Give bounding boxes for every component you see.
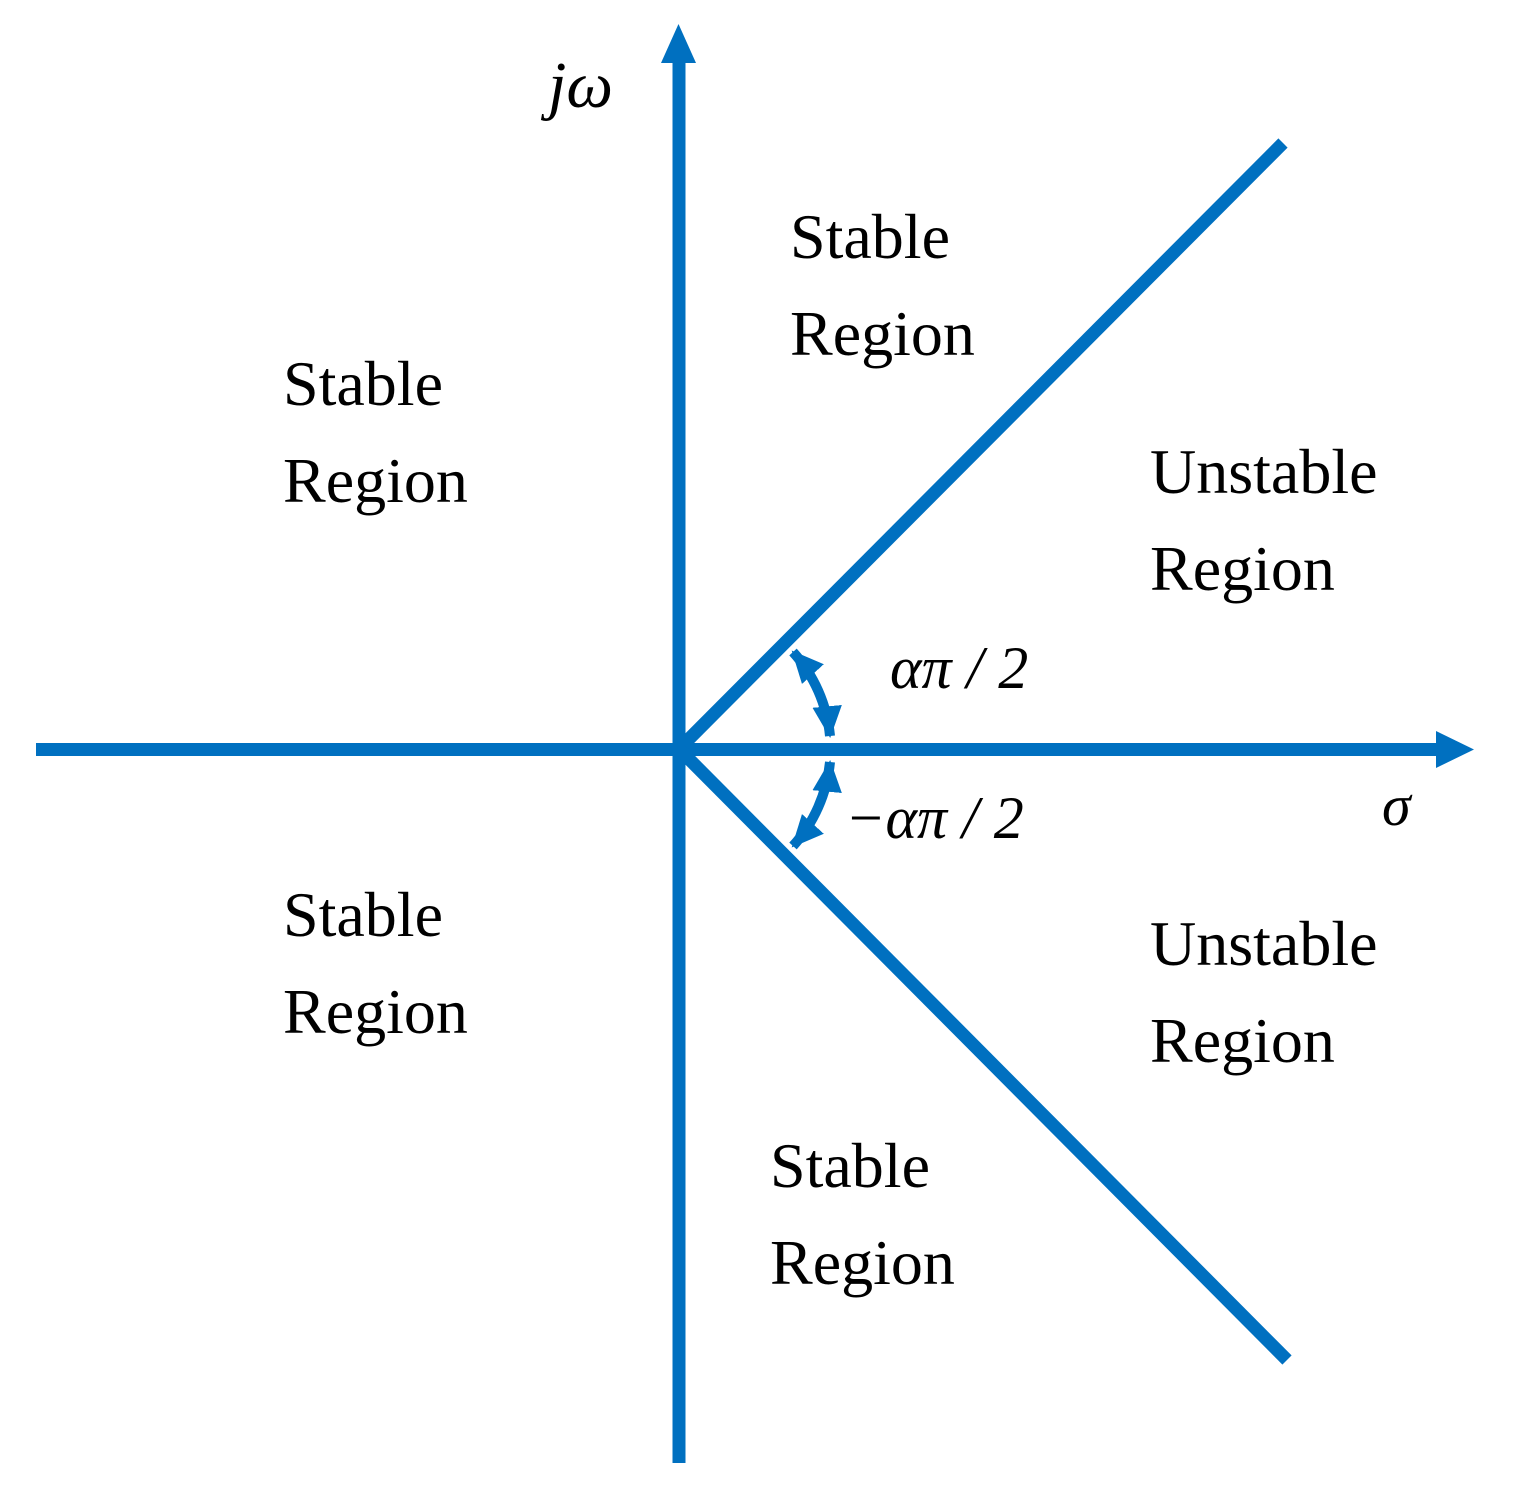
region-label-line: Stable: [790, 201, 950, 272]
vertical-axis-label: jω: [548, 49, 613, 122]
region-label-upper-left: Stable Region: [283, 335, 468, 529]
upper-angle-arc-arrow-icon: [789, 648, 842, 738]
horizontal-axis-arrow-icon: [1436, 731, 1474, 768]
region-label-line: Stable: [283, 879, 443, 950]
upper-angle-label: απ / 2: [890, 635, 1029, 701]
region-label-line: Stable: [283, 348, 443, 419]
lower-angle-label: −απ / 2: [845, 785, 1024, 851]
region-label-line: Unstable: [1150, 436, 1378, 507]
region-label-upper-right: Unstable Region: [1150, 423, 1378, 617]
region-label-line: Region: [770, 1227, 955, 1298]
lower-angle-arc-arrow-icon: [789, 760, 842, 850]
region-label-lower-right: Unstable Region: [1150, 895, 1378, 1089]
horizontal-axis-label: σ: [1382, 773, 1411, 838]
region-label-lower-center: Stable Region: [770, 1117, 955, 1311]
region-label-upper-center: Stable Region: [790, 188, 975, 382]
region-label-line: Stable: [770, 1130, 930, 1201]
region-label-lower-left: Stable Region: [283, 866, 468, 1060]
region-label-line: Region: [790, 298, 975, 369]
region-label-line: Region: [283, 445, 468, 516]
region-label-line: Region: [283, 976, 468, 1047]
lower-boundary-ray: [674, 744, 1292, 1365]
region-label-line: Region: [1150, 1005, 1335, 1076]
region-label-line: Region: [1150, 533, 1335, 604]
vertical-axis-arrow-icon: [661, 24, 696, 63]
upper-boundary-ray: [674, 138, 1288, 754]
region-label-line: Unstable: [1150, 908, 1378, 979]
